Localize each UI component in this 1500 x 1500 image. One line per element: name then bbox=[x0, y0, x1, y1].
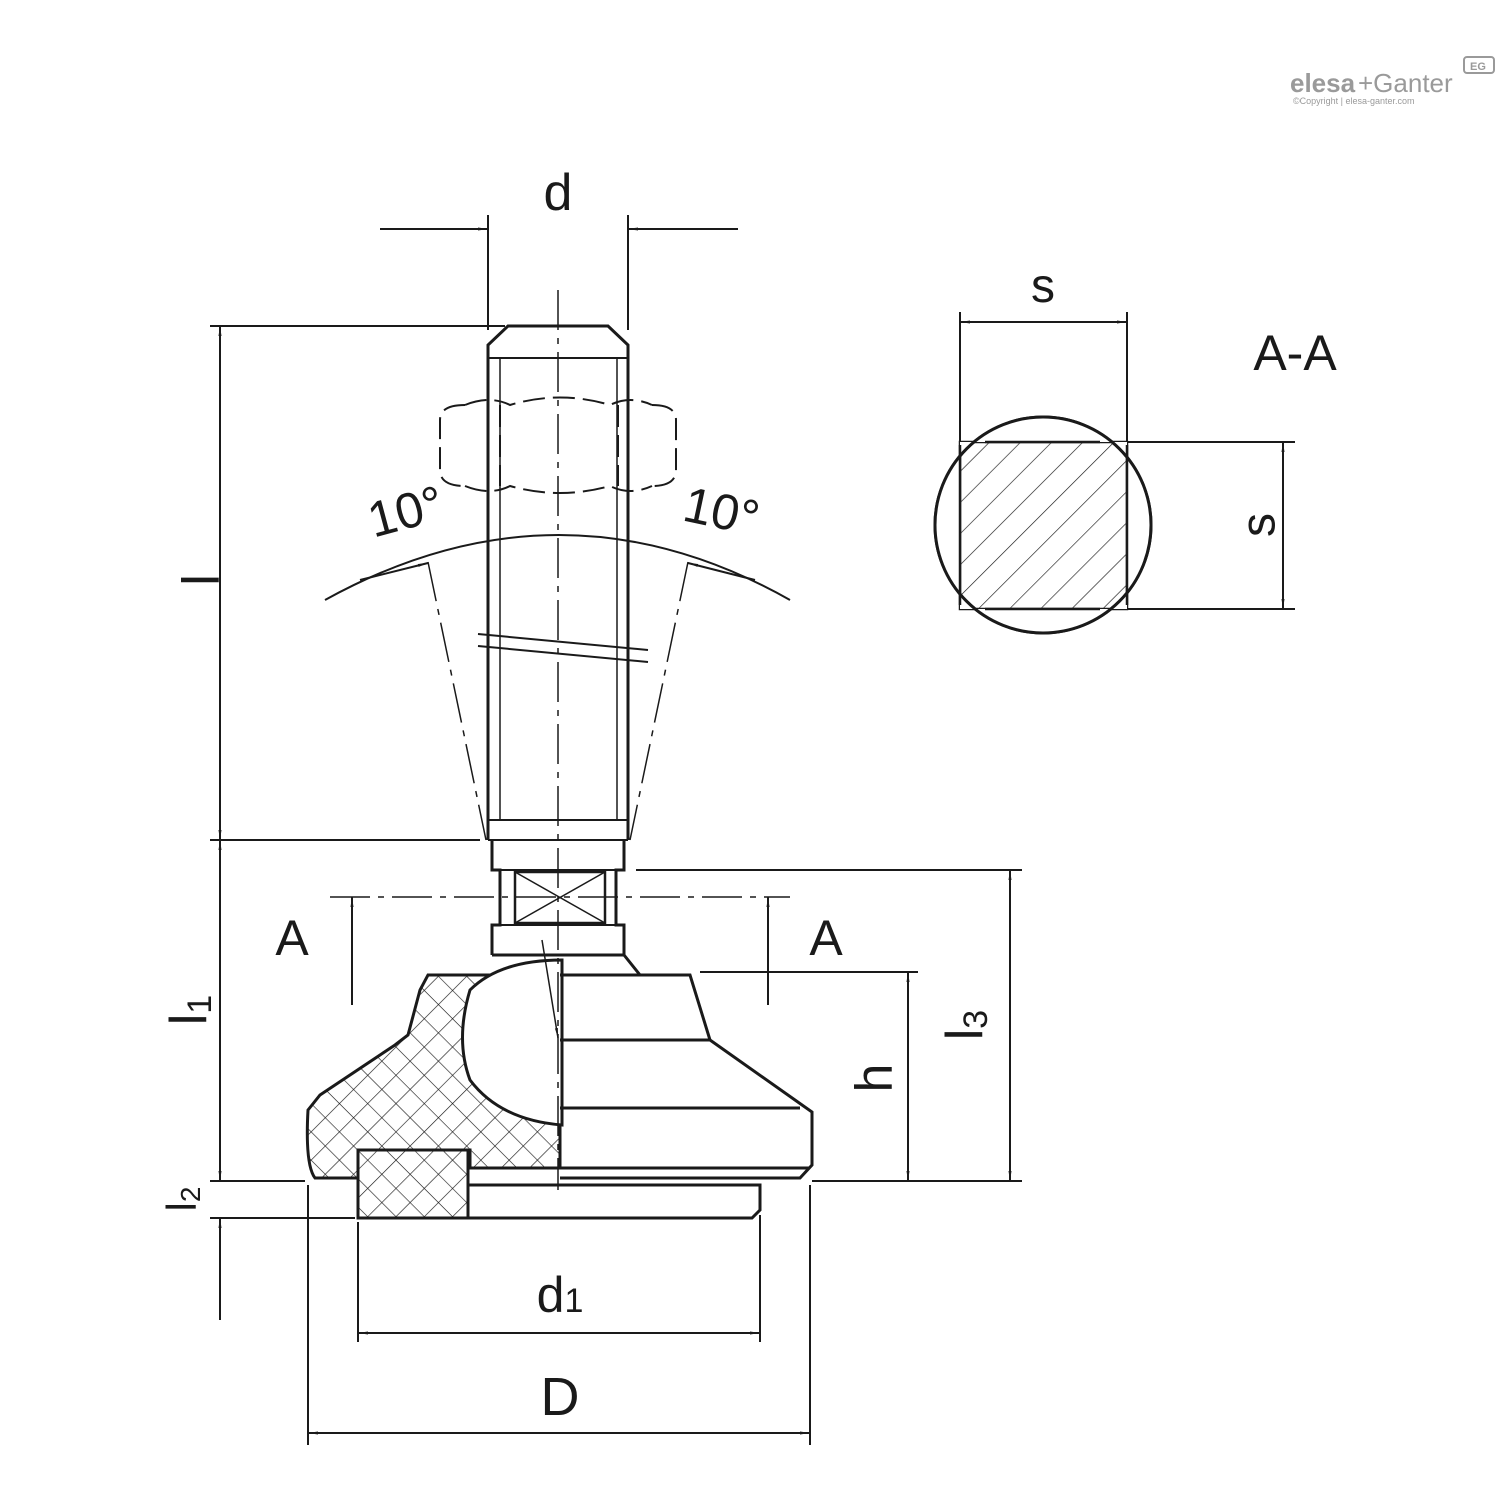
label-l3-base: l bbox=[936, 1029, 994, 1041]
angle-arrow-right bbox=[687, 562, 756, 581]
label-angle-left: 10° bbox=[362, 475, 450, 549]
label-l2: l2 bbox=[158, 1187, 206, 1212]
label-l: l bbox=[173, 574, 231, 586]
svg-text:l1: l1 bbox=[160, 995, 219, 1025]
label-angle-right: 10° bbox=[679, 476, 765, 546]
label-l2-base: l bbox=[158, 1202, 205, 1211]
label-l3: l3 bbox=[936, 1010, 995, 1040]
svg-text:l2: l2 bbox=[158, 1187, 206, 1212]
logo-badge-frame bbox=[1463, 56, 1495, 74]
dim-l3 bbox=[636, 869, 1022, 1182]
dim-l1 bbox=[210, 840, 305, 1182]
label-l1: l1 bbox=[160, 995, 219, 1025]
base-outside-view bbox=[560, 973, 814, 1180]
stem-break-lines bbox=[477, 633, 649, 663]
label-h: h bbox=[846, 1064, 904, 1093]
dim-s-side bbox=[1127, 441, 1295, 610]
label-D: D bbox=[541, 1367, 580, 1427]
dim-d bbox=[380, 215, 738, 330]
tilt-arrow bbox=[541, 939, 559, 1039]
brand-logo: elesa +Ganter EG ©Copyright | elesa-gant… bbox=[1290, 56, 1495, 106]
logo-copyright: ©Copyright | elesa-ganter.com bbox=[1293, 96, 1415, 106]
label-l3-sub: 3 bbox=[957, 1010, 995, 1029]
anti-slip-pad bbox=[468, 1183, 762, 1220]
section-marker-left: A bbox=[275, 910, 309, 966]
section-view-aa bbox=[933, 415, 1153, 635]
centerlines bbox=[427, 290, 689, 1190]
label-d1: d1 bbox=[537, 1267, 584, 1323]
label-l1-sub: 1 bbox=[181, 995, 219, 1014]
label-d1-sub: 1 bbox=[564, 1282, 583, 1320]
dim-l bbox=[210, 325, 505, 841]
label-l1-base: l bbox=[160, 1014, 218, 1026]
section-marker-right: A bbox=[809, 910, 843, 966]
dim-d1 bbox=[357, 1215, 761, 1342]
dim-h bbox=[700, 971, 918, 1181]
logo-brand-left: elesa bbox=[1290, 68, 1356, 98]
dim-l2 bbox=[210, 1217, 355, 1320]
label-l2-sub: 2 bbox=[175, 1187, 206, 1203]
label-s-side: s bbox=[1233, 513, 1286, 537]
svg-text:l3: l3 bbox=[936, 1010, 995, 1040]
dim-s-top bbox=[959, 312, 1128, 442]
dim-D bbox=[307, 1185, 811, 1445]
anti-slip-insert bbox=[356, 1148, 470, 1220]
ball-socket bbox=[461, 958, 564, 1127]
angle-arrow-left bbox=[359, 562, 429, 581]
label-d1-base: d bbox=[537, 1267, 565, 1323]
label-d: d bbox=[544, 164, 573, 222]
logo-brand-right: +Ganter bbox=[1358, 68, 1453, 98]
section-markers bbox=[330, 896, 790, 1005]
logo-badge-text: EG bbox=[1470, 61, 1486, 73]
swivel-arc bbox=[324, 534, 791, 601]
label-s-top: s bbox=[1031, 260, 1055, 313]
section-title: A-A bbox=[1253, 325, 1337, 381]
square-drive bbox=[513, 870, 607, 925]
